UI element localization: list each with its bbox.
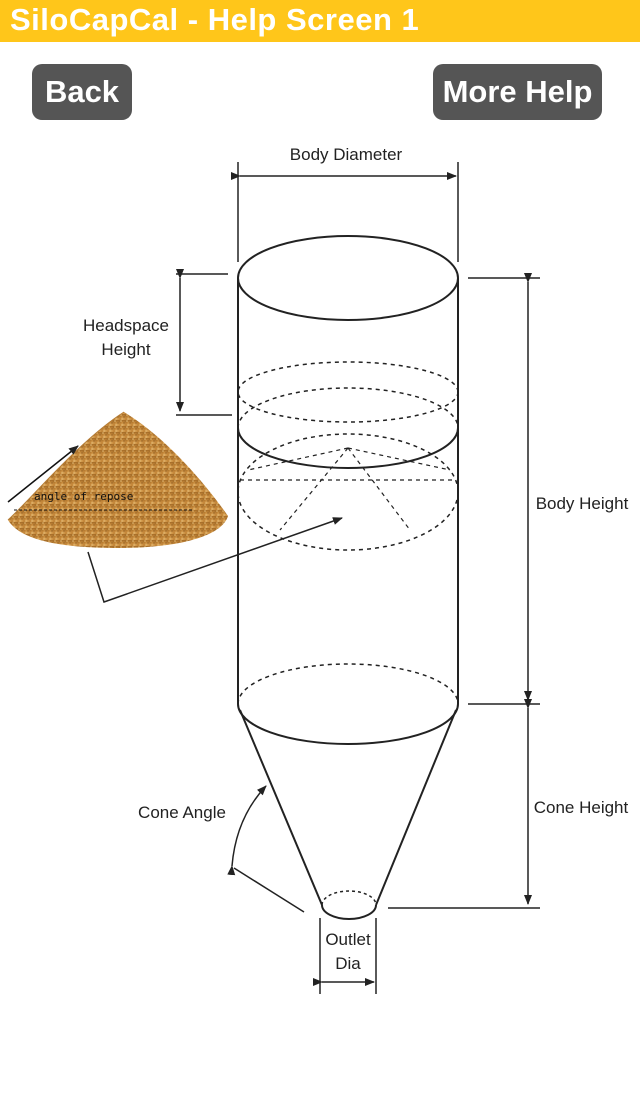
silo-body (237, 235, 459, 920)
cone-angle-indicator: Cone Angle (138, 785, 305, 913)
body-diameter-dimension: Body Diameter (231, 145, 459, 262)
headspace-dimension: Headspace Height (83, 269, 232, 416)
angle-of-repose-label: angle of repose (34, 490, 133, 503)
title-bar: SiloCapCal - Help Screen 1 (0, 0, 640, 42)
outlet-dimension: Outlet Dia (313, 918, 377, 994)
sand-pile-image: angle of repose (7, 411, 343, 603)
silo-diagram: Body Diameter Headspace Height Body He (7, 145, 629, 994)
screen-title: SiloCapCal - Help Screen 1 (10, 2, 420, 37)
back-button[interactable]: Back (32, 64, 132, 120)
outlet-label-line1: Outlet (325, 930, 371, 949)
body-height-label: Body Height (536, 494, 629, 513)
body-height-dimension: Body Height (468, 273, 629, 705)
body-diameter-label: Body Diameter (290, 145, 403, 164)
cone-height-dimension: Cone Height (388, 699, 629, 909)
headspace-label-line1: Headspace (83, 316, 169, 335)
cone-angle-label: Cone Angle (138, 803, 226, 822)
more-help-button[interactable]: More Help (433, 64, 602, 120)
cone-height-label: Cone Height (534, 798, 629, 817)
headspace-label-line2: Height (101, 340, 150, 359)
outlet-label-line2: Dia (335, 954, 361, 973)
